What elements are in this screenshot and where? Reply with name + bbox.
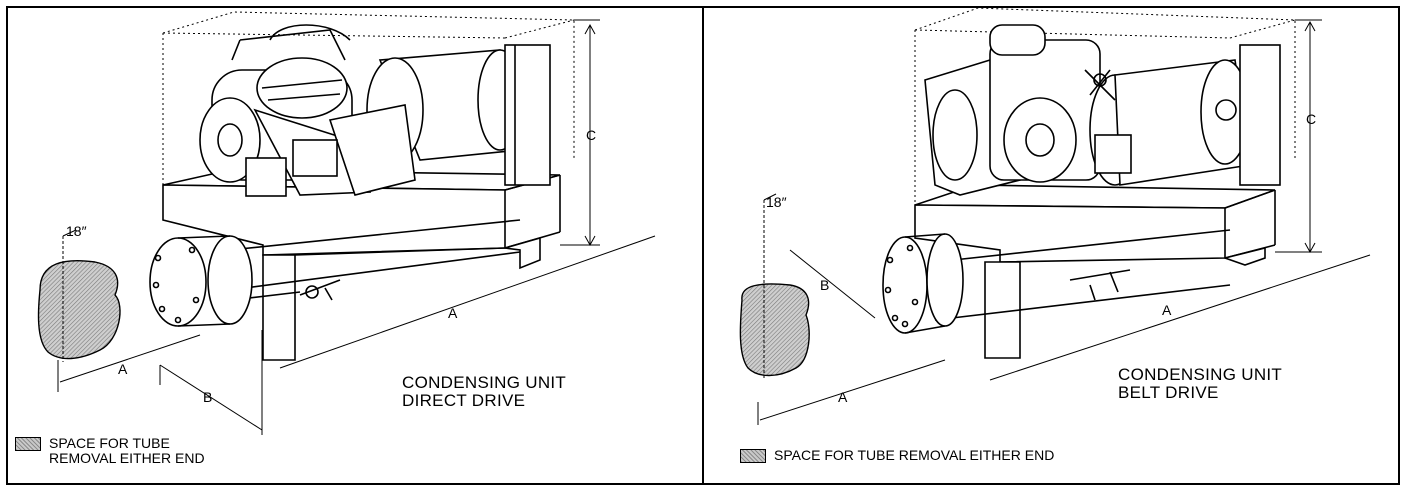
legend-left: SPACE FOR TUBE REMOVAL EITHER END: [15, 436, 205, 466]
hatch-swatch-left: [15, 437, 41, 451]
legend-left-line2: REMOVAL EITHER END: [49, 450, 205, 466]
caption-belt-drive: CONDENSING UNIT BELT DRIVE: [1118, 366, 1282, 402]
dim-c-right: C: [1306, 111, 1316, 127]
legend-right: SPACE FOR TUBE REMOVAL EITHER END: [740, 448, 1054, 463]
compressor-right: [924, 24, 1101, 196]
junction-box-right: [1094, 134, 1132, 174]
caption-belt-drive-line2: BELT DRIVE: [1118, 383, 1219, 402]
dim-a-bottom-right: A: [838, 389, 848, 405]
legend-left-line1: SPACE FOR TUBE: [49, 435, 170, 451]
tube-removal-space-left: [37, 236, 121, 362]
belt-drive-unit: [882, 7, 1296, 359]
dim-a-top-right: A: [1162, 302, 1172, 318]
dim-b-left: B: [203, 389, 212, 405]
base-frame-right: [914, 184, 1276, 359]
hatch-swatch-right: [740, 449, 766, 463]
dim-c-left: C: [586, 127, 596, 143]
junction-box-left: [245, 139, 338, 197]
dim-clearance-right: 18″: [766, 194, 787, 210]
caption-belt-drive-line1: CONDENSING UNIT: [1118, 365, 1283, 384]
end-head-right: [882, 233, 964, 334]
caption-direct-drive-line2: DIRECT DRIVE: [402, 391, 526, 410]
end-head-left: [149, 235, 253, 327]
envelope-box-right: [914, 7, 1296, 205]
envelope-box-left: [162, 11, 575, 185]
caption-direct-drive-line1: CONDENSING UNIT: [402, 373, 567, 392]
dim-a-top-left: A: [448, 305, 458, 321]
condenser-shell-right: [934, 229, 1231, 321]
motor-left: [328, 44, 551, 196]
caption-direct-drive: CONDENSING UNIT DIRECT DRIVE: [402, 374, 566, 410]
dim-b-right: B: [820, 277, 829, 293]
dimension-lines-left: [57, 19, 656, 435]
tube-removal-space-right: [739, 200, 810, 380]
legend-right-text: SPACE FOR TUBE REMOVAL EITHER END: [774, 447, 1055, 463]
service-valve-right: [1069, 69, 1131, 301]
dim-a-bottom-left: A: [118, 361, 128, 377]
dimension-lines-right: [757, 19, 1371, 425]
service-valve-left: [299, 279, 341, 301]
dim-clearance-left: 18″: [66, 223, 87, 239]
panel-divider: [702, 6, 704, 485]
direct-drive-unit: [149, 11, 575, 361]
